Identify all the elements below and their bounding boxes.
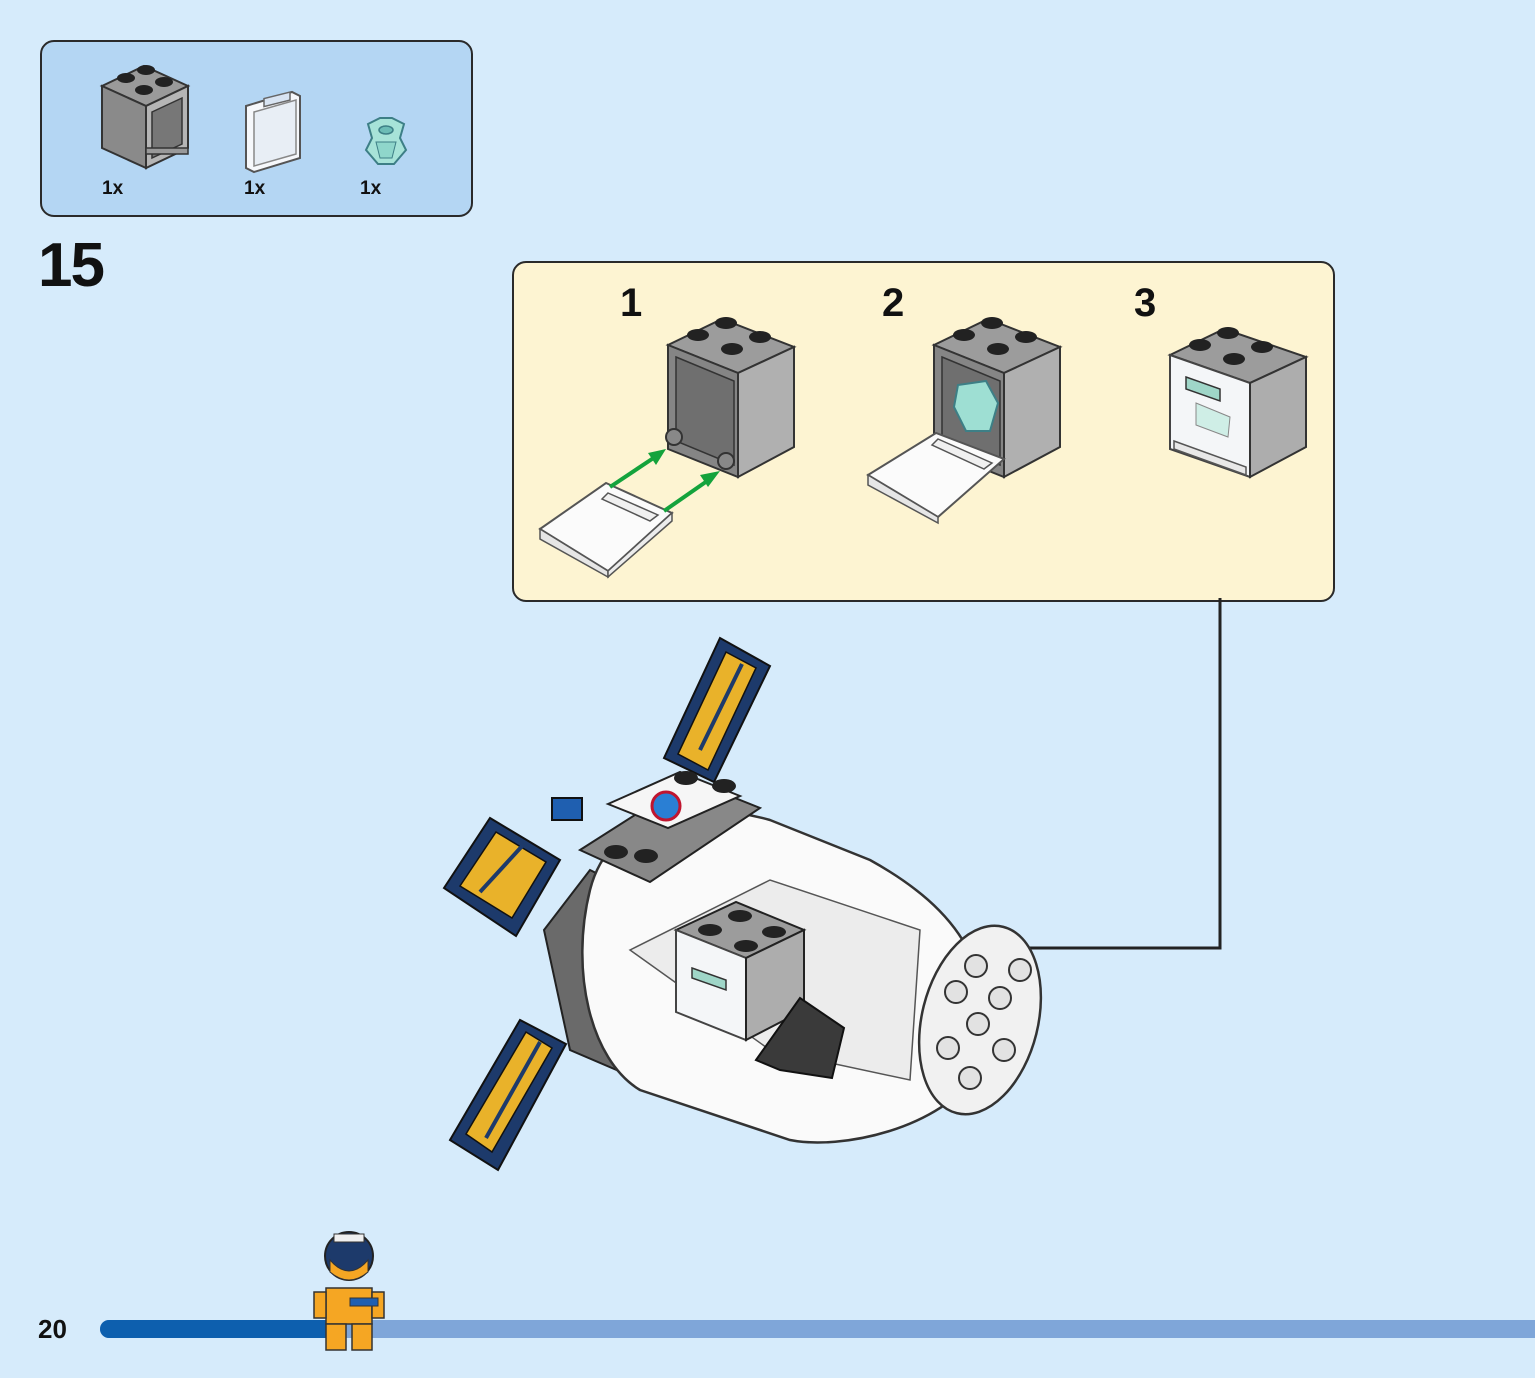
page-number: 20 xyxy=(38,1314,67,1344)
part-quantity: 1x xyxy=(102,178,124,199)
progress-bar-fill xyxy=(100,1320,330,1338)
sub-step-number: 2 xyxy=(882,281,905,325)
progress-bar xyxy=(100,1320,1535,1338)
sub-step-number: 3 xyxy=(1134,281,1157,325)
part-quantity: 1x xyxy=(244,178,266,199)
astronaut-minifigure-icon xyxy=(313,1231,385,1351)
sub-step-callout: 1 2 3 xyxy=(512,261,1335,602)
parts-list-box: 1x 1x 1x xyxy=(40,40,473,217)
gray-2x2-container-icon xyxy=(99,64,191,170)
transparent-container-door-icon xyxy=(245,90,301,174)
transparent-crystal-gem-icon xyxy=(364,117,408,165)
sub-step-1-illustration xyxy=(538,317,797,579)
sub-step-number: 1 xyxy=(620,281,643,325)
step-number: 15 xyxy=(38,231,105,300)
sub-step-3-illustration xyxy=(1167,327,1309,479)
sub-step-2-illustration xyxy=(866,317,1063,525)
space-capsule-model-illustration xyxy=(442,636,1043,1172)
part-quantity: 1x xyxy=(360,178,382,199)
